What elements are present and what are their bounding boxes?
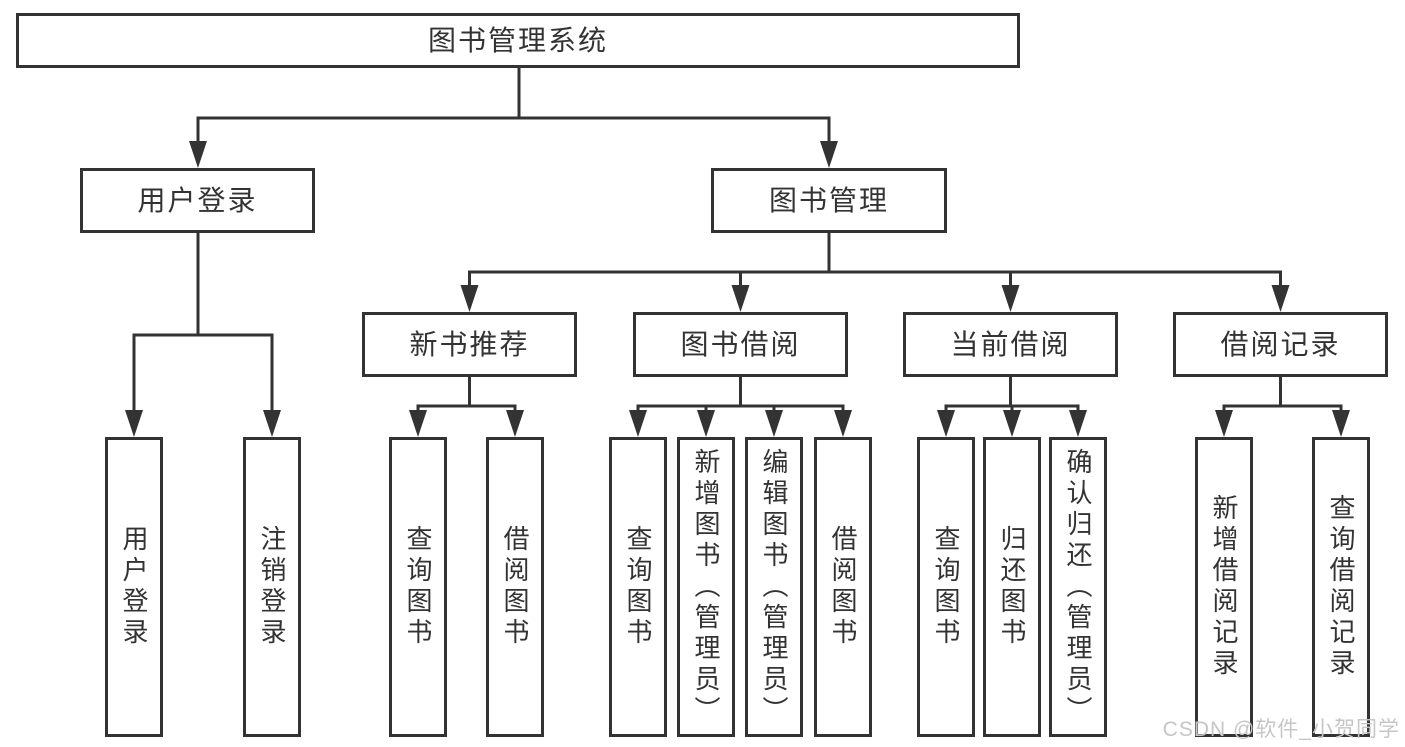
node-root: 图书管理系统 <box>16 13 1020 68</box>
node-new-book-recommend: 新书推荐 <box>362 312 577 377</box>
arrowhead <box>1271 285 1290 312</box>
leaf-logout: 注销登录 <box>243 437 301 737</box>
arrowhead <box>1215 410 1233 437</box>
arrowhead <box>629 410 647 437</box>
leaf-borrow-books-recommend: 借阅图书 <box>486 437 544 737</box>
leaf-user-login: 用户登录 <box>105 437 163 737</box>
arrowhead <box>1332 410 1350 437</box>
arrowhead <box>506 410 524 437</box>
arrowhead <box>731 285 750 312</box>
leaf-query-books-current: 查询图书 <box>917 437 975 737</box>
leaf-add-borrow-record: 新增借阅记录 <box>1195 437 1253 737</box>
leaf-edit-books-admin: 编辑图书（管理员） <box>745 437 803 737</box>
node-book-management: 图书管理 <box>711 168 947 233</box>
leaf-query-books-borrow: 查询图书 <box>609 437 667 737</box>
node-user-login: 用户登录 <box>80 168 315 233</box>
arrowhead <box>765 410 783 437</box>
watermark: CSDN @软件_小贺同学 <box>1162 718 1400 741</box>
leaf-query-borrow-record: 查询借阅记录 <box>1312 437 1370 737</box>
arrowhead <box>820 141 838 168</box>
arrowhead <box>834 410 852 437</box>
arrowhead <box>1069 410 1087 437</box>
arrowhead <box>189 141 207 168</box>
arrowhead <box>1001 285 1020 312</box>
node-book-borrow: 图书借阅 <box>633 312 848 377</box>
leaf-borrow-books: 借阅图书 <box>814 437 872 737</box>
arrowhead <box>1003 410 1021 437</box>
leaf-query-books-recommend: 查询图书 <box>389 437 447 737</box>
node-borrow-records: 借阅记录 <box>1173 312 1388 377</box>
arrowhead <box>937 410 955 437</box>
arrowhead <box>125 410 143 437</box>
arrowhead <box>263 410 281 437</box>
arrowhead <box>460 285 479 312</box>
arrowheads <box>125 141 1350 437</box>
arrowhead <box>409 410 427 437</box>
arrowhead <box>697 410 715 437</box>
node-current-borrow: 当前借阅 <box>903 312 1118 377</box>
leaf-confirm-return-admin: 确认归还（管理员） <box>1049 437 1107 737</box>
leaf-add-books-admin: 新增图书（管理员） <box>677 437 735 737</box>
leaf-return-books: 归还图书 <box>983 437 1041 737</box>
